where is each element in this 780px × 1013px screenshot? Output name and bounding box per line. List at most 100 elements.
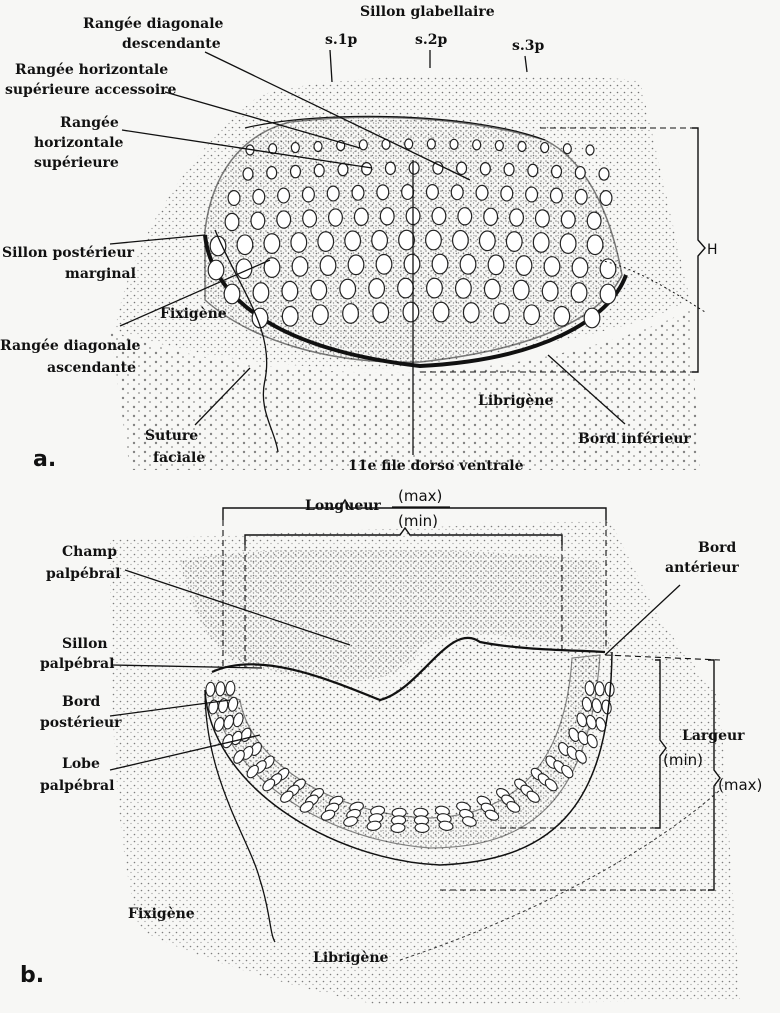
lens	[351, 184, 365, 201]
lens	[403, 253, 421, 275]
lens	[414, 822, 430, 833]
label-champ-1: Champ	[62, 544, 117, 560]
lens	[585, 714, 597, 730]
lens-grid-b	[205, 680, 615, 833]
lens	[595, 717, 607, 732]
lens	[268, 143, 278, 155]
label-rangee-horiz-sup-2: horizontale	[34, 135, 124, 151]
lens	[337, 162, 349, 177]
lens	[376, 184, 390, 201]
lens	[372, 302, 390, 323]
label-rangee-horiz-sup-3: supérieure	[34, 155, 119, 171]
lens	[358, 139, 368, 151]
lens	[384, 161, 396, 176]
lens	[327, 208, 343, 227]
lens	[408, 161, 420, 175]
lens	[218, 698, 229, 714]
lens	[310, 279, 328, 301]
label-champ-2: palpébral	[46, 566, 120, 582]
lens	[224, 212, 240, 232]
lens	[344, 230, 362, 252]
panel-a-drawing	[110, 75, 700, 470]
lens	[390, 822, 406, 833]
lens	[559, 233, 577, 254]
lens	[263, 257, 281, 278]
label-sillon-palp-2: palpébral	[40, 656, 114, 672]
label-rangee-diag-asc-1: Rangée diagonale	[0, 338, 141, 354]
lens	[223, 714, 235, 730]
lens	[451, 229, 469, 251]
lens	[402, 301, 420, 323]
label-sillon-glabellaire: Sillon glabellaire	[360, 4, 495, 20]
lens	[281, 305, 299, 327]
lens	[523, 304, 541, 326]
label-librigene-a: Librigène	[478, 393, 554, 409]
lens	[379, 207, 395, 226]
lens	[598, 167, 610, 181]
lens	[581, 696, 593, 712]
lens	[263, 233, 281, 254]
lens	[252, 188, 266, 205]
lens	[252, 282, 270, 303]
label-suture-2: faciale	[153, 450, 205, 466]
lens	[209, 235, 227, 257]
lens	[478, 230, 496, 252]
lens	[222, 733, 234, 749]
lens	[586, 733, 598, 749]
lens	[401, 184, 415, 201]
lens	[515, 255, 533, 276]
lens	[459, 253, 477, 275]
lens	[313, 163, 325, 178]
lens	[594, 681, 605, 697]
lens	[493, 303, 510, 324]
lens	[301, 186, 315, 203]
label-largeur: Largeur	[682, 728, 745, 744]
lens	[223, 283, 241, 305]
lens	[353, 207, 369, 227]
lens	[227, 696, 239, 712]
label-s2p: s.2p	[415, 32, 447, 48]
lens	[290, 141, 300, 154]
panel-b-labels: Longueur (max) (min) Champ palpébral Sil…	[20, 487, 762, 988]
lens	[280, 790, 294, 803]
label-rangee-horiz-sup-acc-2: supérieure accessoire	[5, 82, 177, 98]
lens	[505, 231, 523, 252]
lens	[289, 164, 302, 179]
lens	[326, 185, 340, 202]
label-fixigene-b: Fixigène	[128, 906, 195, 922]
label-longueur: Longueur	[305, 498, 381, 514]
label-11e-file: 11e file dorso ventrale	[348, 458, 524, 474]
lens	[532, 232, 550, 253]
lens	[266, 165, 278, 180]
label-rangee-horiz-sup-acc-1: Rangée horizontale	[15, 62, 168, 78]
lens	[570, 282, 588, 303]
lens	[299, 801, 314, 813]
lens	[431, 253, 449, 275]
lens	[339, 278, 357, 300]
lens	[302, 209, 318, 228]
lens	[534, 209, 550, 228]
label-s1p: s.1p	[325, 32, 357, 48]
lens	[426, 138, 436, 150]
lens	[291, 256, 309, 277]
label-librigene-b: Librigène	[313, 950, 389, 966]
panel-letter-b: b.	[20, 963, 44, 988]
lens	[368, 277, 386, 299]
label-bord-post-1: Bord	[62, 694, 101, 710]
lens	[366, 820, 382, 831]
lens	[456, 161, 468, 176]
lens	[475, 184, 489, 201]
label-h: H	[707, 242, 718, 258]
lens	[457, 207, 473, 226]
lens	[236, 234, 254, 256]
lens	[438, 820, 454, 831]
lens	[425, 184, 439, 201]
lens	[584, 680, 595, 696]
lens	[241, 745, 254, 760]
lens	[517, 140, 527, 153]
label-bord-ant-1: Bord	[698, 540, 737, 556]
lens	[571, 257, 589, 278]
lens	[553, 305, 571, 327]
lens	[561, 764, 574, 779]
